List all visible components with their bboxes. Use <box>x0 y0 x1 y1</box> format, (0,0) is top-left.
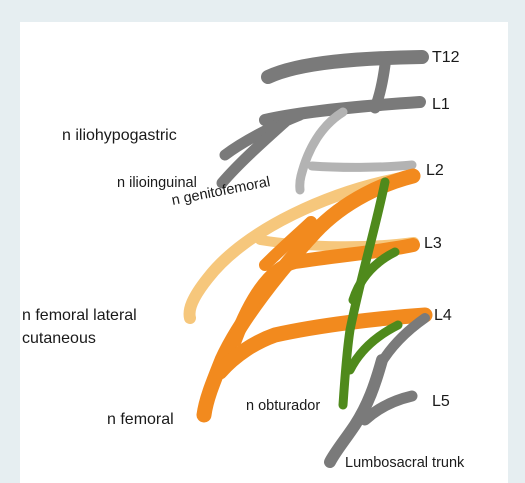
l5-root <box>359 390 418 426</box>
obturator-l4-root <box>345 320 403 375</box>
label-iliohypogastric: n iliohypogastric <box>62 127 177 144</box>
level-label-t12: T12 <box>432 49 460 66</box>
lumbosacral-trunk <box>324 354 388 468</box>
label-ilioinguinal: n ilioinguinal <box>117 175 197 191</box>
figure-panel <box>20 22 508 483</box>
genitofemoral-nerve <box>295 107 348 195</box>
femoral-l4-root <box>212 307 433 380</box>
lateral-cutaneous-nerve <box>183 170 418 324</box>
genitofemoral-l2-root <box>307 160 417 172</box>
iliohypogastric-nerve <box>219 109 306 161</box>
l1-root <box>259 96 426 126</box>
ilioinguinal-nerve <box>216 116 291 189</box>
label-femoral-lateral-cutaneous-line1: n femoral lateral <box>22 307 137 324</box>
level-label-l5: L5 <box>432 393 450 410</box>
label-obturator: n obturador <box>246 398 321 414</box>
level-label-l4: L4 <box>434 307 452 324</box>
obturator-l3-root <box>348 247 400 305</box>
label-femoral: n femoral <box>107 411 174 428</box>
level-label-l2: L2 <box>426 162 444 179</box>
level-label-l3: L3 <box>424 235 442 252</box>
label-lumbosacral-trunk: Lumbosacral trunk <box>345 455 465 471</box>
level-label-l1: L1 <box>432 96 450 113</box>
t12-root <box>261 50 429 84</box>
femoral-cross-branch <box>259 216 317 271</box>
femoral-l3-root <box>228 238 420 347</box>
obturator-l2-root <box>338 177 390 410</box>
label-femoral-lateral-cutaneous-line2: cutaneous <box>22 330 96 347</box>
